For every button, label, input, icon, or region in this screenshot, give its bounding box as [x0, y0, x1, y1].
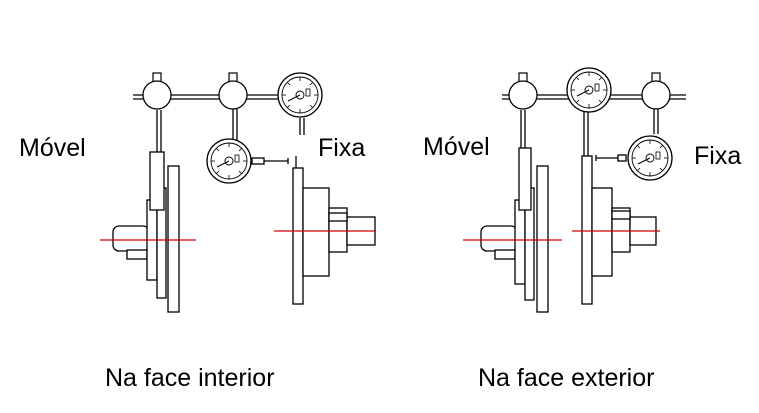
movable-coupling-left	[112, 110, 180, 313]
label-fixa-right: Fixa	[694, 142, 741, 170]
caption-outer-face: Na face exterior	[478, 364, 654, 392]
dial-indicator-icon	[206, 138, 252, 184]
dial-indicator-icon	[277, 72, 323, 118]
figure-outer-face	[463, 67, 686, 313]
clamp-knob	[218, 72, 248, 110]
dial-indicator-icon	[566, 67, 612, 113]
fixed-coupling-right	[581, 110, 657, 305]
clamp-knob	[641, 72, 671, 110]
indicator-bar-left	[133, 72, 323, 184]
movable-coupling-right	[480, 110, 549, 313]
indicator-bar-right	[502, 67, 686, 181]
figure-inner-face	[100, 72, 376, 313]
label-movel-right: Móvel	[423, 133, 490, 161]
clamp-knob	[508, 72, 538, 110]
fixed-coupling-left	[292, 156, 376, 305]
clamp-knob	[142, 72, 172, 110]
label-movel-left: Móvel	[19, 134, 86, 162]
caption-inner-face: Na face interior	[105, 364, 275, 392]
dial-indicator-icon	[627, 135, 673, 181]
label-fixa-left: Fixa	[318, 134, 365, 162]
